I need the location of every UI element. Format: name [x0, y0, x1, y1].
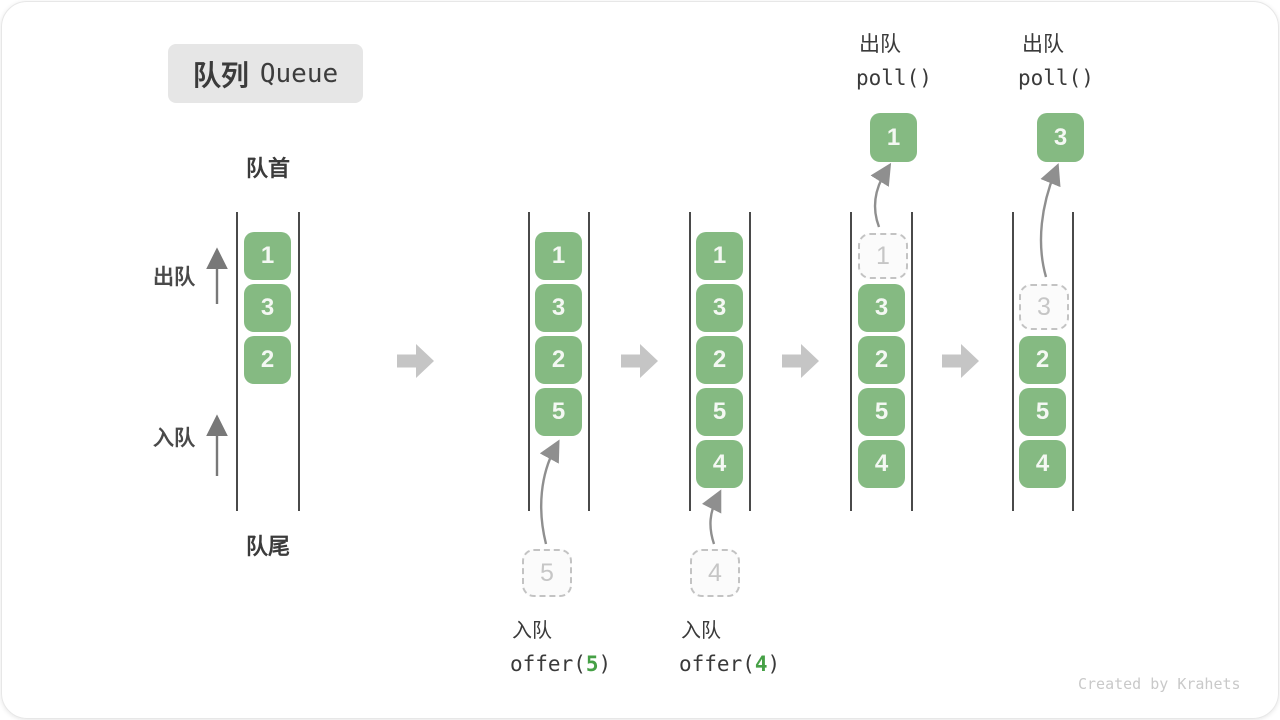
item-value: 2 [260, 346, 275, 373]
channel-wall [528, 212, 530, 511]
item-value: 1 [886, 123, 901, 151]
flow-arrow-icon [621, 344, 658, 378]
channel-wall [1012, 212, 1014, 511]
enqueue-op-label: 入队 [512, 620, 552, 642]
enqueue-op-code: offer(4) [679, 652, 781, 676]
code-text: offer( [510, 652, 586, 676]
queue-item: 2 [696, 336, 743, 384]
channel-wall [588, 212, 590, 511]
enqueue-5-arrow-icon [539, 439, 560, 545]
queue-rear-label: 队尾 [245, 534, 290, 559]
item-value: 5 [712, 398, 727, 425]
queue-front-label: 队首 [245, 156, 290, 181]
queue-item: 3 [696, 284, 743, 332]
item-value: 2 [1035, 346, 1050, 373]
item-value: 3 [874, 294, 889, 321]
flow-arrow-icon [397, 344, 434, 378]
incoming-item-ghost: 4 [690, 549, 740, 597]
queue-item: 5 [696, 388, 743, 436]
removed-item-ghost: 3 [1019, 284, 1069, 330]
watermark: Created by Krahets [1078, 675, 1241, 693]
queue-item: 2 [535, 336, 582, 384]
queue-item: 2 [244, 336, 291, 384]
item-value: 3 [1037, 292, 1051, 321]
queue-item: 5 [858, 388, 905, 436]
item-value: 2 [874, 346, 889, 373]
code-text: offer( [679, 652, 755, 676]
polled-item: 3 [1037, 113, 1084, 162]
title-badge: 队列 Queue [168, 44, 363, 103]
channel-wall [236, 212, 238, 511]
flow-arrow-icon [782, 344, 819, 378]
code-arg: 4 [754, 652, 768, 676]
dequeue-op-code: poll() [1018, 66, 1094, 90]
dequeue-side-label: 出队 [153, 266, 195, 289]
item-value: 1 [260, 242, 275, 269]
enqueue-op-code: offer(5) [510, 652, 612, 676]
flow-arrow-icon [942, 344, 979, 378]
queue-item: 4 [696, 440, 743, 488]
item-value: 1 [876, 241, 890, 270]
enqueue-4-arrow-icon [701, 489, 722, 545]
queue-item: 3 [535, 284, 582, 332]
item-value: 5 [1035, 398, 1050, 425]
item-value: 2 [551, 346, 566, 373]
poll-1-arrow-icon [870, 162, 892, 228]
queue-item: 5 [1019, 388, 1066, 436]
title-zh: 队列 [192, 59, 249, 91]
dequeue-op-code: poll() [856, 66, 932, 90]
dequeue-op-label: 出队 [859, 33, 901, 56]
channel-wall [689, 212, 691, 511]
code-arg: 5 [585, 652, 599, 676]
channel-wall [298, 212, 300, 511]
channel-wall [911, 212, 913, 511]
item-value: 4 [1035, 450, 1050, 477]
item-value: 2 [712, 346, 727, 373]
removed-item-ghost: 1 [858, 233, 908, 279]
item-value: 3 [1053, 123, 1068, 151]
code-text: ) [598, 652, 612, 676]
item-value: 1 [712, 242, 727, 269]
item-value: 5 [874, 398, 889, 425]
queue-item: 5 [535, 388, 582, 436]
code-text: ) [767, 652, 781, 676]
item-value: 3 [712, 294, 727, 321]
item-value: 1 [551, 242, 566, 269]
queue-item: 3 [244, 284, 291, 332]
item-value: 5 [551, 398, 566, 425]
channel-wall [749, 212, 751, 511]
channel-wall [850, 212, 852, 511]
item-value: 4 [874, 450, 889, 477]
queue-item: 4 [858, 440, 905, 488]
poll-3-arrow-icon [1039, 163, 1061, 278]
queue-item: 1 [535, 232, 582, 280]
enqueue-op-label: 入队 [681, 620, 721, 642]
item-value: 3 [551, 294, 566, 321]
queue-item: 2 [1019, 336, 1066, 384]
queue-item: 1 [696, 232, 743, 280]
incoming-item-ghost: 5 [522, 549, 572, 597]
enqueue-side-label: 入队 [153, 427, 195, 450]
item-value: 4 [708, 558, 722, 587]
item-value: 5 [540, 558, 554, 587]
polled-item: 1 [870, 113, 917, 162]
queue-item: 3 [858, 284, 905, 332]
item-value: 3 [260, 294, 275, 321]
queue-item: 4 [1019, 440, 1066, 488]
item-value: 4 [712, 450, 727, 477]
title-en: Queue [259, 58, 339, 89]
channel-wall [1072, 212, 1074, 511]
queue-item: 2 [858, 336, 905, 384]
dequeue-op-label: 出队 [1022, 33, 1064, 56]
queue-item: 1 [244, 232, 291, 280]
